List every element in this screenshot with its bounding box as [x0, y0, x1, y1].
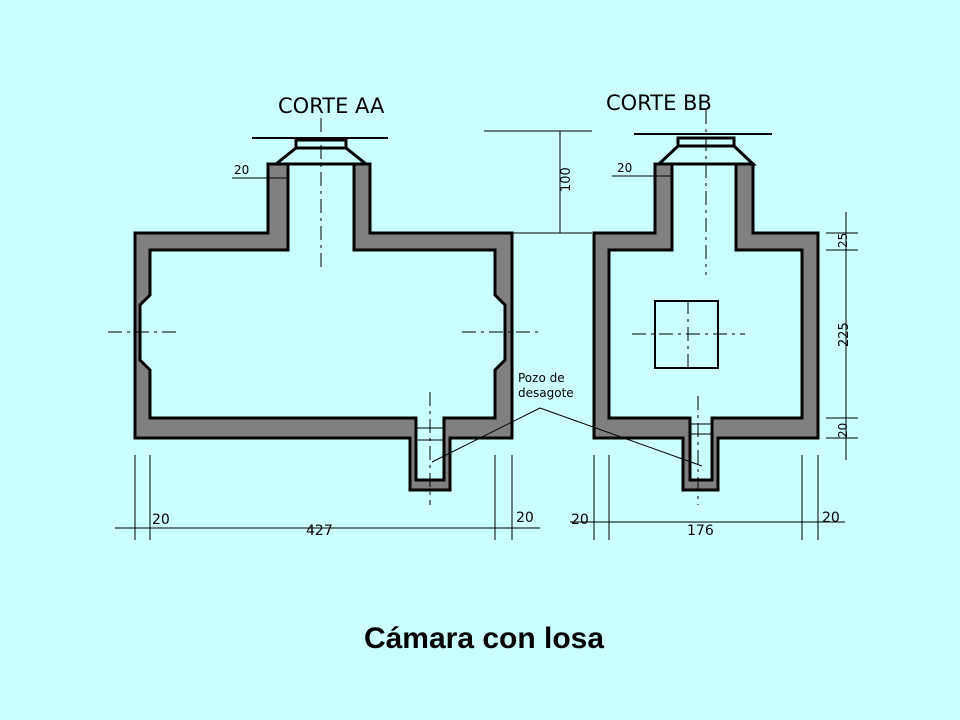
section-aa-dim-neck-height: 100	[559, 167, 574, 192]
drain-annotation-line1: Pozo de	[518, 371, 565, 385]
section-aa-inner-cavity	[138, 162, 507, 482]
drain-annotation-leader-left	[431, 407, 541, 463]
section-bb-dim-top: 25	[836, 233, 850, 248]
caption: Cámara con losa	[364, 622, 604, 655]
drain-annotation: Pozo de desagote	[431, 371, 703, 467]
section-bb-inner-cavity	[607, 162, 804, 482]
drain-annotation-line2: desagote	[518, 386, 574, 400]
section-bb-dim-bottom: 20	[836, 423, 850, 438]
section-bb-dim-height: 225	[837, 322, 852, 347]
section-aa: 20 100 20 427 20 CORTE AA	[108, 94, 592, 540]
section-bb-dim-right: 20	[822, 510, 840, 526]
section-aa-dim-right: 20	[516, 510, 534, 526]
section-bb-title: CORTE BB	[606, 91, 712, 115]
drain-annotation-leader-right	[539, 407, 703, 467]
section-bb-dim-left: 20	[571, 512, 589, 528]
section-bb-dim-width: 176	[687, 523, 714, 539]
section-aa-dim-wall-top: 20	[234, 163, 249, 177]
section-bb: 20 25 225 20 20 176 20 CORTE BB	[570, 91, 858, 540]
section-aa-dim-width: 427	[306, 523, 333, 539]
section-aa-dim-left: 20	[152, 512, 170, 528]
section-bb-sump-cap	[689, 423, 713, 435]
section-bb-dim-wall-top: 20	[617, 161, 632, 175]
section-aa-title: CORTE AA	[278, 94, 385, 118]
